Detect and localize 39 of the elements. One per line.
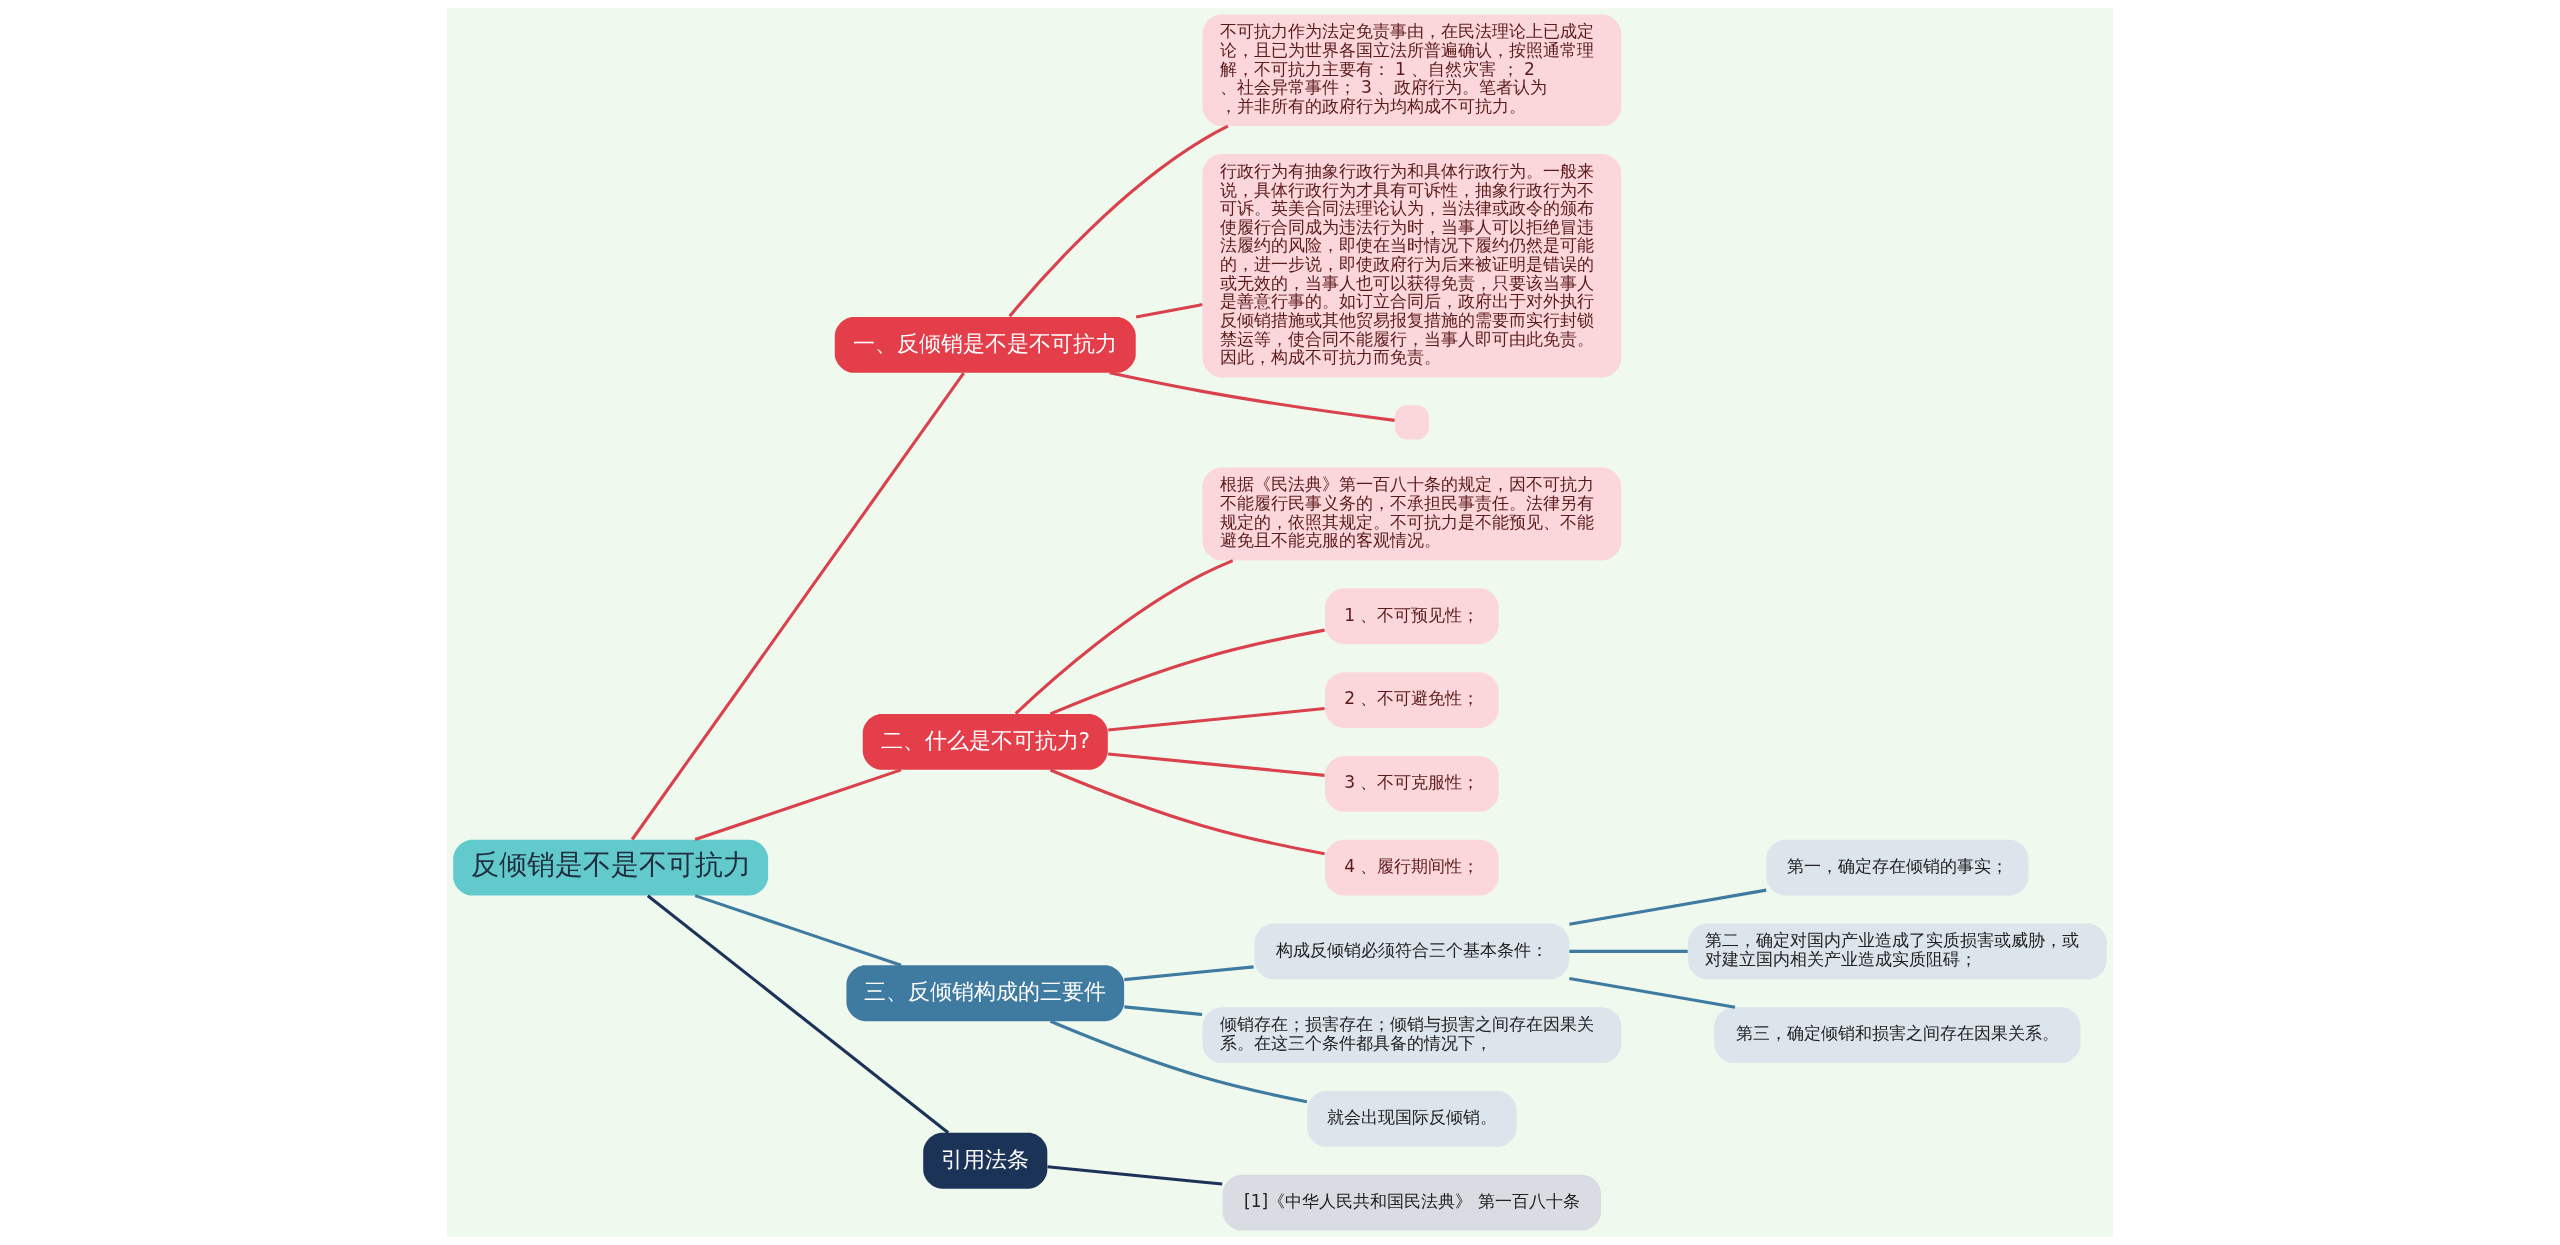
connector xyxy=(646,894,950,1134)
node-box xyxy=(1394,405,1429,440)
node-box: 2 、不可避免性； xyxy=(1325,672,1499,728)
connector xyxy=(1135,303,1203,319)
connector xyxy=(1109,371,1395,422)
node-box: 4 、履行期间性； xyxy=(1325,839,1499,896)
connector xyxy=(1049,628,1325,716)
node-box: 反倾销是不是不可抗力 xyxy=(453,839,769,896)
node-box: [1]《中华人民共和国民法典》 第一百八十条 xyxy=(1222,1174,1602,1231)
connector xyxy=(1047,1165,1223,1186)
connector xyxy=(1108,752,1325,777)
connector xyxy=(1049,1019,1308,1104)
node-box: 一、反倾销是不是不可抗力 xyxy=(834,316,1136,373)
connector xyxy=(694,894,902,967)
node-box: 二、什么是不可抗力? xyxy=(862,714,1108,770)
connector xyxy=(1008,124,1229,318)
connector xyxy=(1049,768,1325,856)
node-box: 倾销存在；损害存在；倾销与损害之间存在因果关系。在这三个条件都具备的情况下， xyxy=(1202,1007,1622,1064)
node-box: 1 、不可预见性； xyxy=(1325,588,1499,645)
node-box: 引用法条 xyxy=(923,1132,1048,1189)
node-box: 第二，确定对国内产业造成了实质损害或威胁，或对建立国内相关产业造成实质阻碍； xyxy=(1687,923,2107,980)
node-box: 根据《民法典》第一百八十条的规定，因不可抗力不能履行民事义务的，不承担民事责任。法律另有规定的，依照其规定。不可抗力是不能预见、不能避免且不能克服的客观情况。 xyxy=(1202,467,1622,561)
node-box: 就会出现国际反倾销。 xyxy=(1307,1090,1517,1147)
connector xyxy=(1014,559,1234,715)
connector xyxy=(1569,888,1767,926)
connector xyxy=(1124,1005,1203,1017)
connector xyxy=(1108,707,1325,732)
connector xyxy=(694,768,902,841)
node-box: 3 、不可克服性； xyxy=(1325,755,1499,812)
node-box: 行政行为有抽象行政行为和具体行政行为。一般来说，具体行政行为才具有可诉性，抽象行政行为不可诉。英美合同法理论认为，当法律或政令的颁布使履行合同成为违法行为时，当事人可以拒绝冒违法履约的风险，即使在当时情况下履约仍然是可能的，进一步说，即使政府行为后来被证明是错误的或无效的，当事人也可以获得免责，只要该当事人是善意行事的。如订立合同后，政府出于对外执行反倾销措施或其他贸易报复措施的需要而实行封锁禁运等，使合同不能履行，当事人即可由此免责。因此，构成不可抗力而免责。 xyxy=(1202,154,1622,378)
node-box: 不可抗力作为法定免责事由，在民法理论上已成定论，且已为世界各国立法所普遍确认，按照通常理解，不可抗力主要有： 1 、自然灾害 ； 2 、社会异常事件； 3 、政府行为。笔者认为，并非所有的政府行为均构成不可抗力。 xyxy=(1202,14,1622,127)
node-box: 第三，确定倾销和损害之间存在因果关系。 xyxy=(1714,1007,2081,1064)
connector xyxy=(1569,949,1688,953)
node-box: 三、反倾销构成的三要件 xyxy=(846,965,1125,1022)
node-box: 构成反倾销必须符合三个基本条件： xyxy=(1254,923,1570,980)
connector xyxy=(1124,965,1254,982)
connector xyxy=(630,372,965,841)
node-box: 第一，确定存在倾销的事实； xyxy=(1766,839,2029,896)
connector xyxy=(1569,976,1736,1009)
